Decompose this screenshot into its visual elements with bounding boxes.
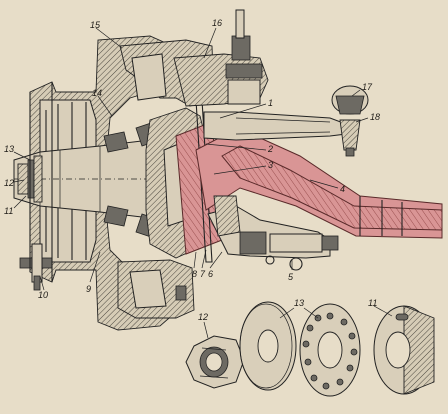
callout-16: 16 [212, 18, 222, 28]
callout-8: 8 [192, 269, 197, 279]
spindle-end-nut-stack [17, 155, 43, 203]
callout-14: 14 [92, 88, 102, 98]
lock-washer [239, 301, 297, 391]
callout-2: 2 [267, 144, 273, 154]
callout-12-exploded: 12 [198, 312, 208, 322]
callout-13-exploded: 13 [294, 298, 304, 308]
outer-bearing [103, 131, 129, 227]
callout-17: 17 [362, 82, 373, 92]
assembly-section [13, 9, 443, 331]
callout-11-exploded: 11 [368, 298, 377, 308]
callout-6: 6 [208, 269, 213, 279]
callout-12: 12 [4, 178, 14, 188]
callout-numbers: 1 2 3 4 5 6 7 8 9 10 11 12 13 14 15 16 1… [4, 18, 380, 322]
callout-1: 1 [268, 98, 273, 108]
callout-11: 11 [4, 206, 13, 216]
callout-15: 15 [90, 20, 101, 30]
leader-lines [13, 27, 369, 291]
wheel-stud [19, 243, 53, 291]
callout-9: 9 [86, 284, 91, 294]
exploded-parts [185, 301, 435, 397]
wheel-flange [29, 82, 53, 282]
perforated-washer [299, 303, 361, 397]
upper-steering-arm [203, 111, 347, 141]
callout-4: 4 [340, 184, 345, 194]
callout-3: 3 [268, 160, 273, 170]
adjusting-nut [373, 305, 435, 395]
exploded-leader-lines [203, 305, 393, 339]
hex-nut [185, 335, 245, 389]
upper-pin-cap [119, 9, 269, 107]
callout-7: 7 [200, 269, 206, 279]
tie-rod-ball-joint [331, 85, 369, 157]
callout-18: 18 [370, 112, 380, 122]
axle-beam [195, 127, 443, 239]
callout-5: 5 [288, 272, 294, 282]
callout-13: 13 [4, 144, 14, 154]
callout-10: 10 [38, 290, 48, 300]
lower-pin-cap [117, 259, 195, 319]
lower-steering-lever [207, 195, 339, 271]
